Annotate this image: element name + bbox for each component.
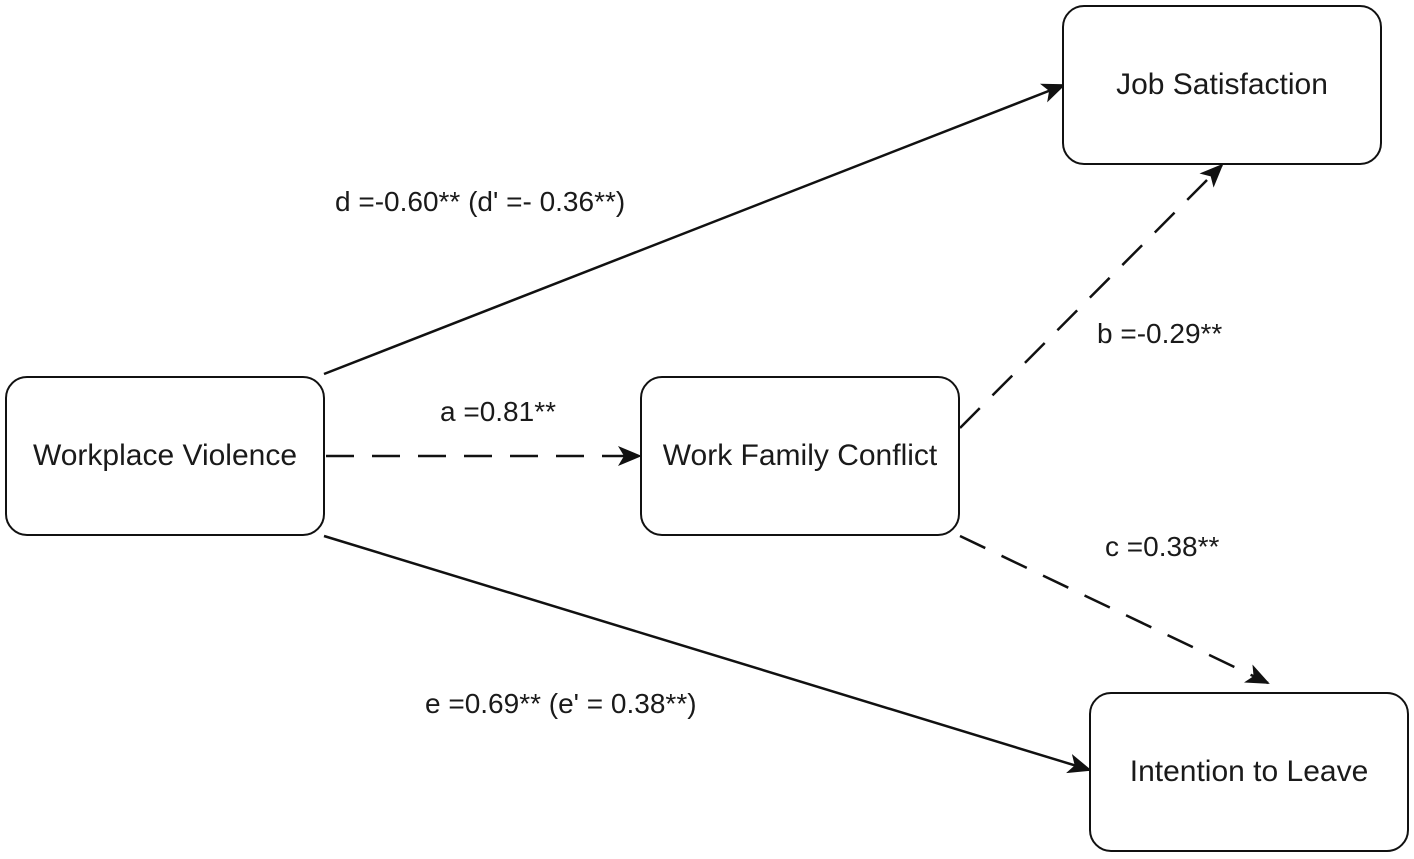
- edge-label-c: c =0.38**: [1105, 531, 1220, 562]
- arrow-d-violence-to-satisfaction: [323, 83, 1066, 376]
- node-intention-to-leave: Intention to Leave: [1089, 692, 1409, 852]
- node-workplace-violence: Workplace Violence: [5, 376, 325, 536]
- node-work-family-conflict: Work Family Conflict: [640, 376, 960, 536]
- edge-label-a: a =0.81**: [440, 396, 556, 427]
- edge-label-e: e =0.69** (e' = 0.38**): [425, 688, 697, 719]
- arrow-e-violence-to-leave: [323, 534, 1092, 774]
- arrow-c-conflict-to-leave: [959, 534, 1270, 685]
- node-job-satisfaction: Job Satisfaction: [1062, 5, 1382, 165]
- node-intention-to-leave-label: Intention to Leave: [1129, 755, 1369, 788]
- node-job-satisfaction-label: Job Satisfaction: [1116, 68, 1328, 101]
- node-workplace-violence-label: Workplace Violence: [32, 439, 298, 472]
- arrow-b-conflict-to-satisfaction: [959, 163, 1224, 429]
- edge-label-d: d =-0.60** (d' =- 0.36**): [335, 186, 626, 217]
- edge-label-b: b =-0.29**: [1097, 318, 1223, 349]
- node-work-family-conflict-label: Work Family Conflict: [662, 439, 938, 472]
